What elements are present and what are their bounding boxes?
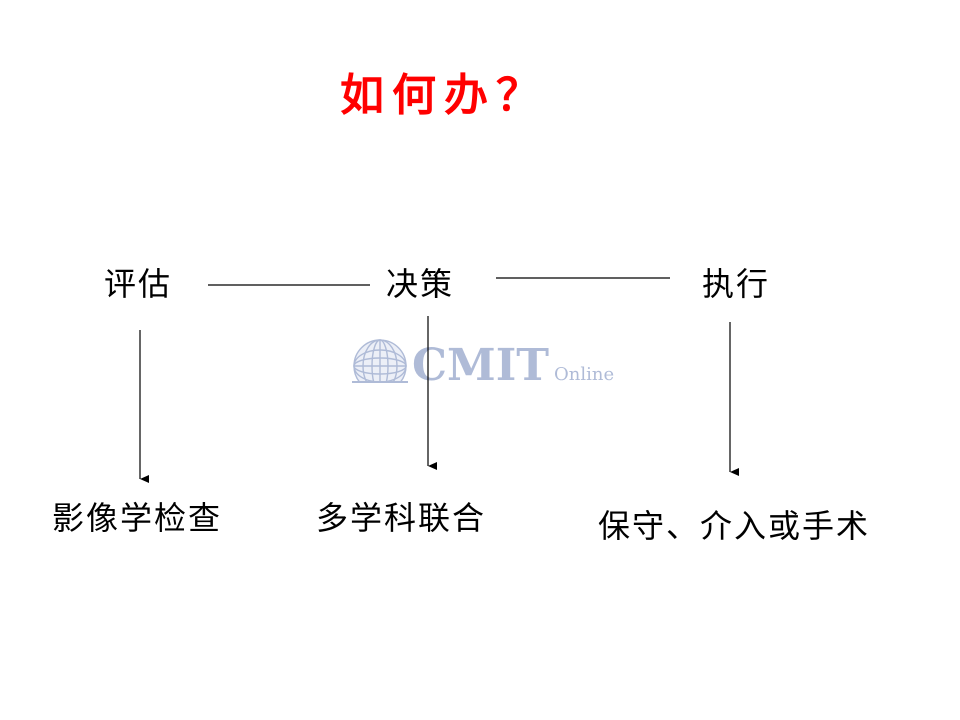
globe-logo-icon bbox=[352, 339, 408, 383]
stage-execute: 执行 bbox=[702, 265, 771, 303]
outcome-multidisciplinary: 多学科联合 bbox=[316, 499, 487, 537]
watermark-brand: CMIT bbox=[412, 340, 550, 391]
outcome-treatment: 保守、介入或手术 bbox=[598, 507, 871, 545]
watermark: CMIT Online bbox=[350, 334, 630, 398]
outcome-imaging: 影像学检查 bbox=[52, 499, 223, 537]
stage-decide: 决策 bbox=[386, 265, 455, 303]
watermark-suffix: Online bbox=[554, 364, 615, 385]
slide-title: 如何办？ bbox=[340, 70, 548, 121]
stage-evaluate: 评估 bbox=[104, 265, 173, 303]
